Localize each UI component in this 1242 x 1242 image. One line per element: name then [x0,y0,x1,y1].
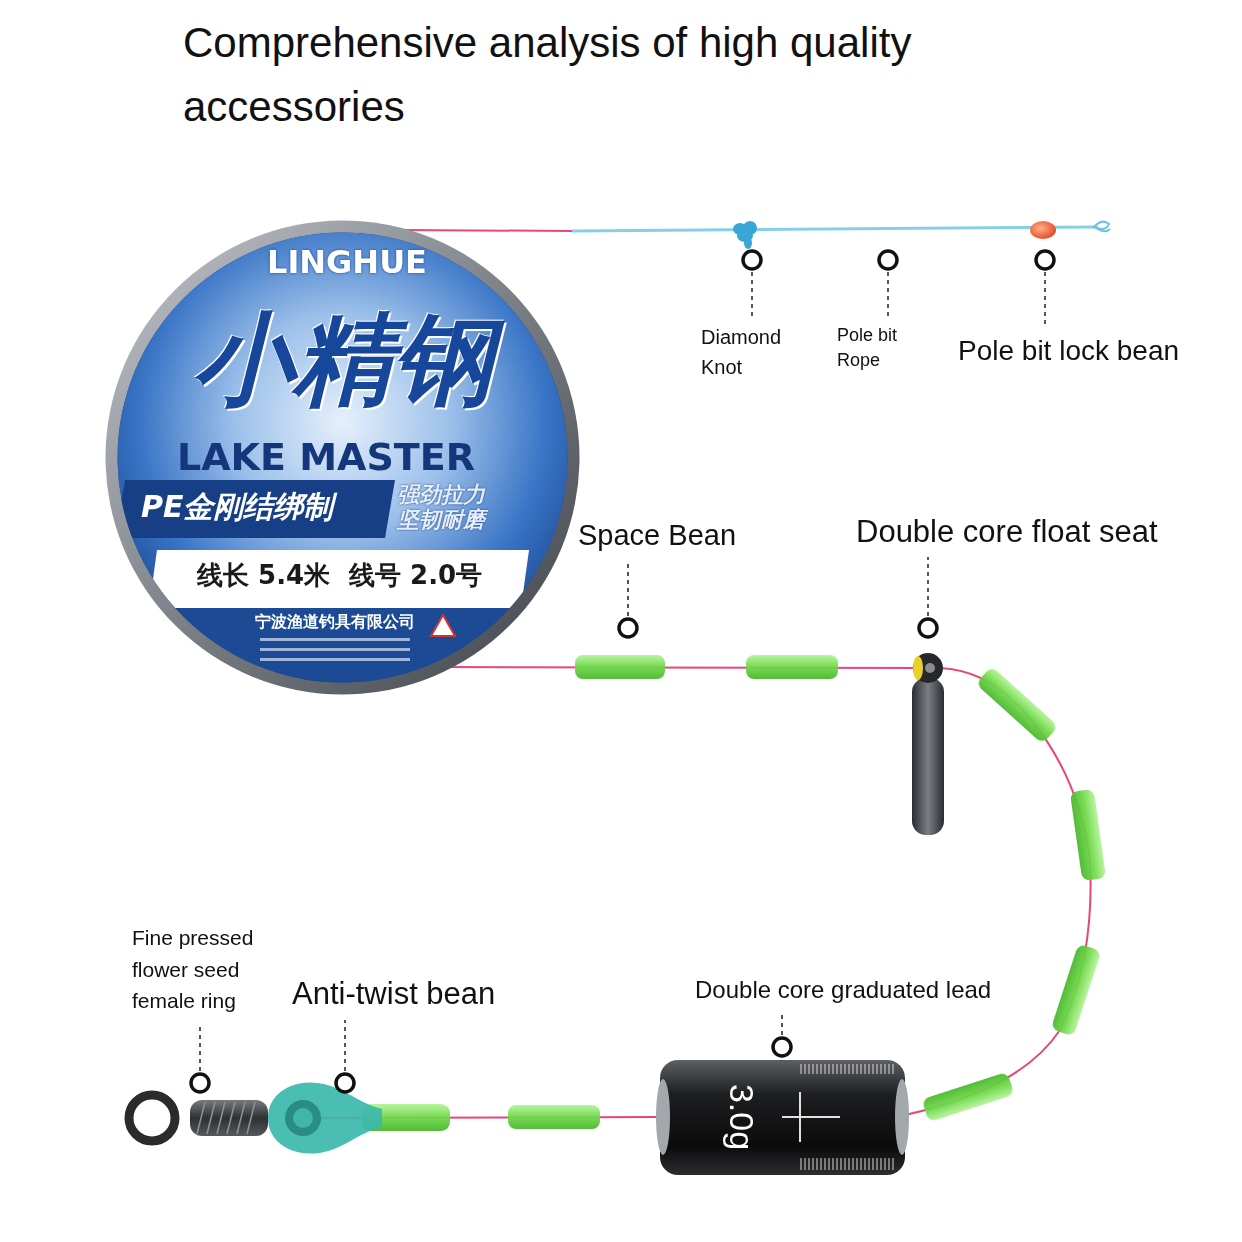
product-name-en: LAKE MASTER [177,436,475,480]
part-label: Fine pressed flower seed female ring [132,922,272,1017]
part-label: Double core float seat [856,513,1158,550]
part-label: Space Bean [578,518,736,553]
binding-banner: PE金刚结绑制 [141,490,333,525]
feature-text: 强劲拉力 坚韧耐磨 [397,482,497,533]
part-label: Pole bit lock bean [958,334,1179,368]
maker-name: 宁波渔道钓具有限公司 [255,613,415,631]
part-label: Pole bit Rope [837,323,915,373]
line-spool: LINGHUE 小精钢 LAKE MASTER PE金刚结绑制 强劲拉力 坚韧耐磨线长 … [105,210,580,705]
part-label: Diamond Knot [701,322,801,382]
product-name: 小精钢 [193,302,493,417]
part-label: Anti-twist bean [292,975,495,1012]
page-title: Comprehensive analysis of high quality a… [183,11,1083,139]
weight-mark: 3.0g [725,1084,759,1150]
spec-size: 线号 2.0号 [349,561,482,591]
brand-logo: LINGHUE [267,244,427,281]
spec-length: 线长 5.4米 [197,561,330,591]
part-label: Double core graduated lead [695,976,991,1005]
